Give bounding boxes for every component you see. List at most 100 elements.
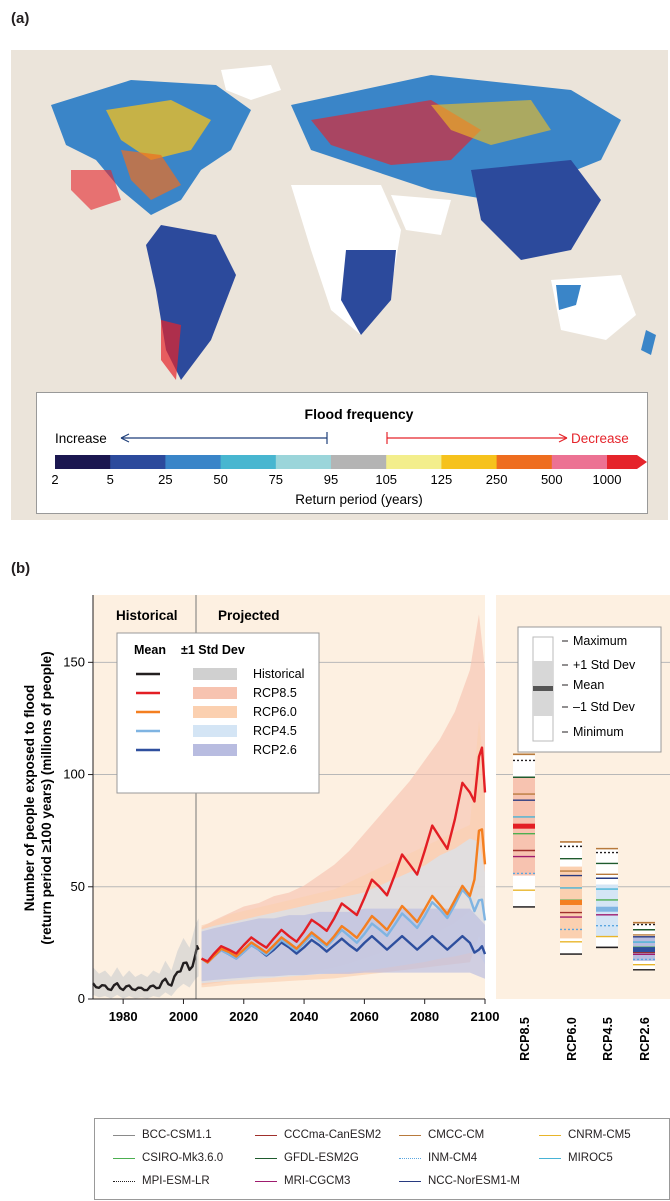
model-legend-item: CNRM-CM5	[539, 1129, 631, 1141]
model-legend-item: MIROC5	[539, 1152, 613, 1164]
box-mean-RCP6.0	[560, 899, 582, 905]
mean-lines	[92, 746, 487, 992]
colorbar-segment	[275, 455, 332, 469]
colorbar-tick: 1000	[593, 472, 622, 487]
model-legend-item: CMCC-CM	[399, 1129, 484, 1141]
band-Historical	[93, 918, 199, 999]
colorbar-tick: 95	[324, 472, 338, 487]
colorbar-segment	[551, 455, 608, 469]
box-label: RCP4.5	[601, 1017, 615, 1061]
decrease-label: Decrease	[571, 431, 629, 446]
model-legend-item: BCC-CSM1.1	[113, 1129, 212, 1141]
legend-label: RCP4.5	[253, 724, 297, 738]
panel-b-label: (b)	[11, 560, 31, 577]
colorbar-tick: 500	[541, 472, 563, 487]
x-tick-label: 2100	[471, 1009, 500, 1024]
model-legend-item: GFDL-ESM2G	[255, 1152, 359, 1164]
x-tick-label: 2020	[229, 1009, 258, 1024]
panel-a-label: (a)	[11, 10, 30, 27]
box-mean-RCP4.5	[596, 906, 618, 912]
x-tick-label: 2040	[290, 1009, 319, 1024]
colorbar-tick: 25	[158, 472, 172, 487]
model-swatch	[399, 1180, 421, 1182]
model-swatch	[539, 1157, 561, 1159]
colorbar-segment	[496, 455, 553, 469]
model-legend-item: NCC-NorESM1-M	[399, 1175, 520, 1187]
colorbar-tick: 250	[486, 472, 508, 487]
legend-header-mean: Mean	[134, 643, 166, 657]
box-legend-label: Mean	[573, 678, 604, 692]
x-tick-label: 2080	[410, 1009, 439, 1024]
model-swatch	[255, 1180, 277, 1182]
model-name: MRI-CGCM3	[284, 1175, 351, 1187]
model-name: CNRM-CM5	[568, 1129, 631, 1141]
box-legend-label: –1 Std Dev	[573, 700, 636, 714]
flood-legend-title: Flood frequency	[305, 406, 414, 422]
legend-label: RCP2.6	[253, 743, 297, 757]
legend-label: RCP8.5	[253, 686, 297, 700]
model-swatch	[399, 1157, 421, 1159]
y-tick-label: 150	[63, 654, 85, 669]
box-mean-RCP2.6	[633, 947, 655, 953]
colorbar-tick: 5	[107, 472, 114, 487]
model-legend-item: MRI-CGCM3	[255, 1175, 350, 1187]
legend-band-swatch	[193, 744, 237, 756]
x-ticks: 1980 2000 2020 2040 2060 2080 2100	[109, 999, 500, 1024]
model-legend-item: CCCma-CanESM2	[255, 1129, 381, 1141]
legend-header-stddev: ±1 Std Dev	[181, 643, 245, 657]
x-tick-label: 2060	[350, 1009, 379, 1024]
colorbar-tick: 2	[51, 472, 58, 487]
world-flood-map	[11, 50, 668, 520]
legend-band-swatch	[193, 668, 237, 680]
model-swatch	[539, 1134, 561, 1136]
colorbar-segment	[220, 455, 277, 469]
legend-band-swatch	[193, 706, 237, 718]
box-legend-label: Maximum	[573, 634, 627, 648]
colorbar-tick: 105	[375, 472, 397, 487]
decrease-arrow	[386, 432, 568, 444]
model-swatch	[113, 1180, 135, 1182]
colorbar-tick: 50	[213, 472, 227, 487]
increase-arrow	[120, 432, 328, 444]
legend-label: Historical	[253, 667, 304, 681]
x-tick-label: 1980	[109, 1009, 138, 1024]
model-swatch	[399, 1134, 421, 1136]
model-swatch	[113, 1134, 135, 1136]
box-mean-RCP8.5	[513, 823, 535, 829]
model-name: CSIRO-Mk3.6.0	[142, 1152, 224, 1164]
model-swatch	[113, 1157, 135, 1159]
box-label: RCP8.5	[518, 1017, 532, 1061]
colorbar-tick: 75	[269, 472, 283, 487]
model-name: MIROC5	[568, 1152, 613, 1164]
historical-period-label: Historical	[116, 608, 178, 623]
legend-band-swatch	[193, 687, 237, 699]
model-name: BCC-CSM1.1	[142, 1129, 212, 1141]
flood-legend-xlabel: Return period (years)	[295, 492, 423, 507]
band-RCP2.6	[201, 908, 486, 982]
colorbar-segment	[165, 455, 222, 469]
line-RCP4.5	[200, 888, 487, 964]
box-legend-mean	[533, 686, 553, 691]
line-Historical	[92, 945, 200, 992]
y-tick-label: 50	[71, 879, 85, 894]
model-name: NCC-NorESM1-M	[428, 1175, 520, 1187]
series-legend: Mean ±1 Std Dev HistoricalRCP8.5RCP6.0RC…	[116, 632, 320, 794]
line-RCP8.5	[201, 746, 487, 963]
model-name: CCCma-CanESM2	[284, 1129, 382, 1141]
model-legend-item: INM-CM4	[399, 1152, 477, 1164]
legend-band-swatch	[193, 725, 237, 737]
box-label: RCP6.0	[565, 1017, 579, 1061]
colorbar-segment	[441, 455, 498, 469]
x-tick-label: 2000	[169, 1009, 198, 1024]
box-label: RCP2.6	[638, 1017, 652, 1061]
colorbar-segment	[386, 455, 442, 469]
increase-label: Increase	[55, 431, 107, 446]
y-tick-label: 100	[63, 767, 85, 782]
y-axis-label-line1: Number of people exposed to flood	[22, 685, 37, 912]
legend-label: RCP6.0	[253, 705, 297, 719]
colorbar-segment	[331, 455, 387, 469]
